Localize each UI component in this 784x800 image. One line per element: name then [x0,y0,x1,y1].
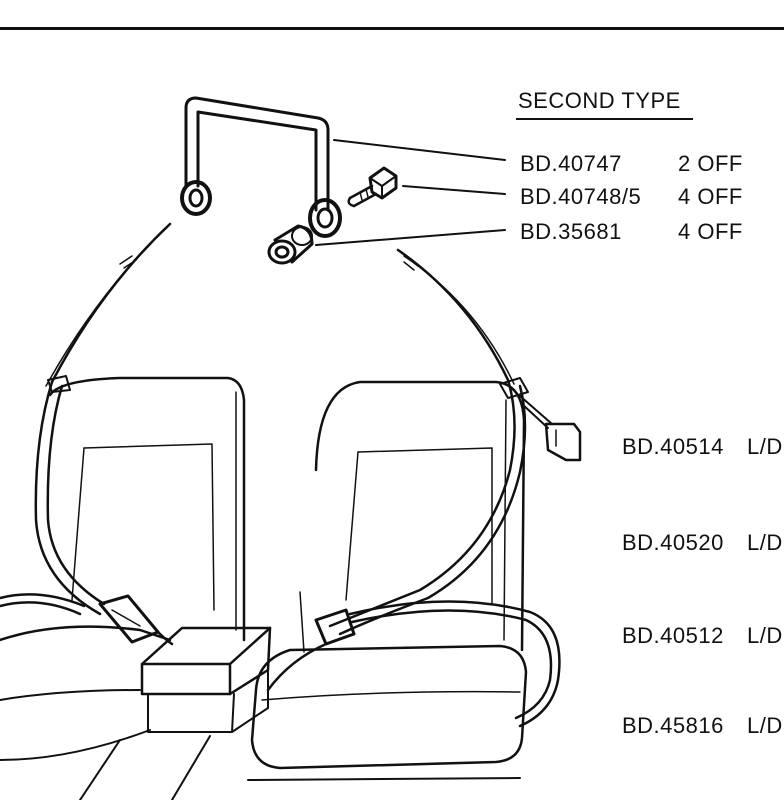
side-part-suffix: L/D [747,434,783,459]
right-seat [250,380,528,770]
belt-webbing [45,222,515,387]
left-seat [0,376,246,761]
section-heading: SECOND TYPE [518,88,681,113]
side-part-suffix: L/D [747,530,783,555]
part-number: BD.40748/5 [520,184,642,209]
spacer [267,224,314,265]
side-part-number: BD.40512 [622,623,724,648]
side-part-number: BD.40514 [622,434,724,459]
right-belt [266,377,582,728]
left-belt [0,375,174,646]
side-part-suffix: L/D [747,623,783,648]
part-quantity: 4 OFF [678,219,743,244]
center-console [140,626,272,733]
side-part-number: BD.40520 [622,530,724,555]
part-number: BD.35681 [520,219,622,244]
heading-underline [516,118,693,120]
part-quantity: 4 OFF [678,184,743,209]
part-number: BD.40747 [520,151,622,176]
side-part-number: BD.45816 [622,713,724,738]
top-border-line [0,27,784,30]
bolt [347,166,398,208]
floor-lines [79,735,521,800]
u-bracket [180,96,342,238]
side-part-suffix: L/D [747,713,783,738]
part-quantity: 2 OFF [678,151,743,176]
leader-lines [315,139,506,246]
